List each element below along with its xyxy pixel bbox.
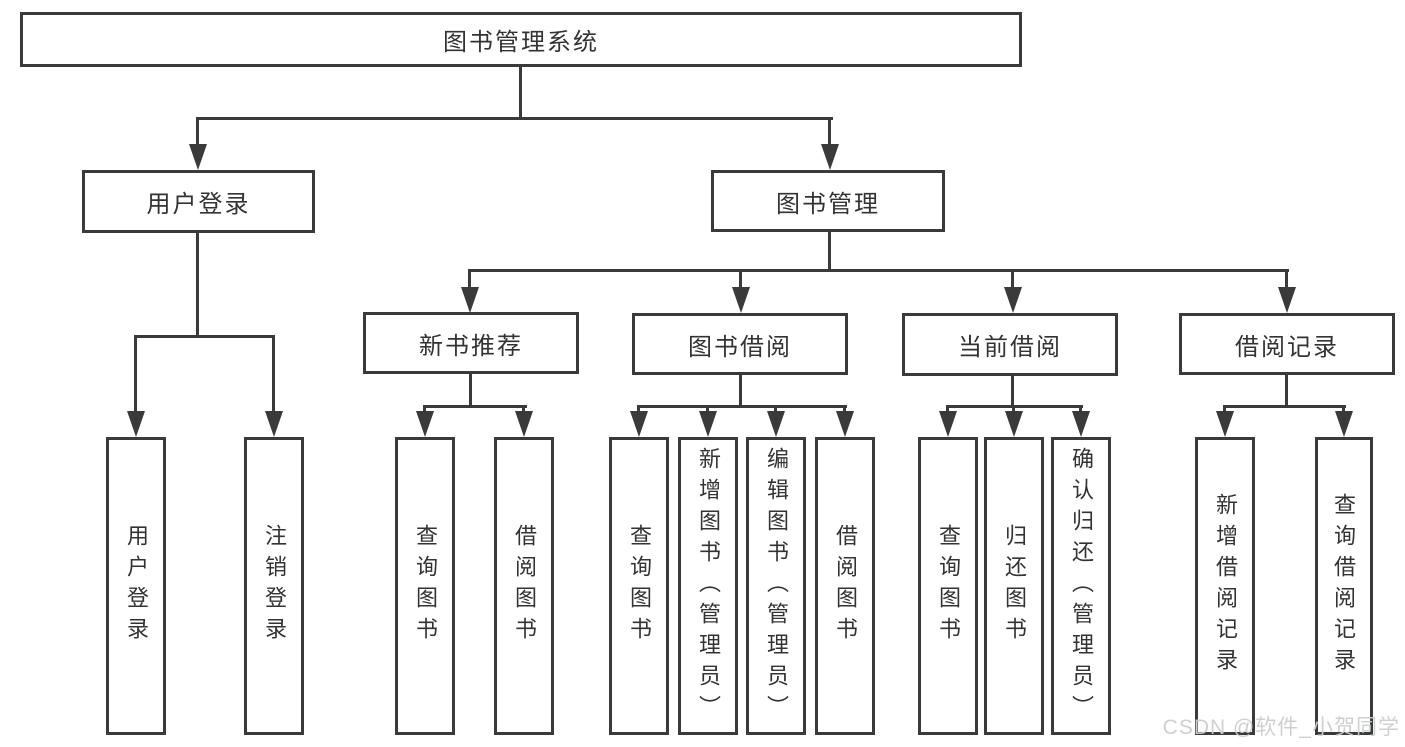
arrow-down-icon — [127, 411, 145, 437]
connector-drop-user-login — [196, 117, 199, 147]
arrow-down-icon — [1278, 287, 1296, 313]
arrow-down-icon — [1216, 411, 1234, 437]
connector-drop-group — [468, 269, 471, 291]
connector-drop-leaf — [134, 335, 137, 415]
arrow-down-icon — [1072, 411, 1090, 437]
leaf-records-query-record: 查询借阅记录 — [1315, 437, 1373, 735]
connector-mgmt-stem — [828, 232, 831, 272]
connector-drop-leaf — [946, 405, 949, 415]
arrow-down-icon — [732, 287, 750, 313]
arrow-down-icon — [836, 411, 854, 437]
connector-drop-leaf — [1342, 405, 1345, 415]
watermark: CSDN @软件_小贺同学 — [1162, 716, 1400, 739]
arrow-down-icon — [416, 411, 434, 437]
leaf-borrow-add-book-admin: 新增图书（管理员） — [678, 437, 738, 735]
connector-drop-leaf — [1223, 405, 1226, 415]
connector-root-stem — [519, 66, 522, 120]
node-new-book-recommend: 新书推荐 — [363, 312, 579, 374]
leaf-borrow-edit-book-admin: 编辑图书（管理员） — [746, 437, 806, 735]
leaf-records-add-record: 新增借阅记录 — [1195, 437, 1255, 735]
connector-drop-leaf — [272, 335, 275, 415]
node-root: 图书管理系统 — [20, 12, 1022, 67]
leaf-current-query-book: 查询图书 — [918, 437, 978, 735]
connector-drop-book-mgmt — [828, 117, 831, 147]
leaf-borrow-borrow-book: 借阅图书 — [815, 437, 875, 735]
connector-user-stem — [196, 233, 199, 338]
node-user-login: 用户登录 — [82, 170, 315, 233]
leaf-current-return-book: 归还图书 — [984, 437, 1044, 735]
connector-drop-leaf — [1079, 405, 1082, 415]
connector-group-split — [637, 405, 847, 408]
connector-group-stem — [469, 374, 472, 407]
node-book-borrow: 图书借阅 — [632, 313, 848, 375]
arrow-down-icon — [189, 144, 207, 170]
connector-level2-split — [196, 117, 833, 120]
connector-user-split — [134, 335, 275, 338]
connector-drop-group — [739, 269, 742, 291]
connector-drop-leaf — [843, 405, 846, 415]
arrow-down-icon — [1004, 287, 1022, 313]
connector-group-split — [423, 405, 527, 408]
node-book-management: 图书管理 — [711, 170, 945, 232]
arrow-down-icon — [1335, 411, 1353, 437]
connector-drop-leaf — [706, 405, 709, 415]
connector-group-stem — [1285, 374, 1288, 407]
connector-drop-leaf — [774, 405, 777, 415]
connector-drop-leaf — [423, 405, 426, 415]
connector-group-stem — [1011, 375, 1014, 407]
connector-level3-split — [468, 269, 1289, 272]
connector-drop-group — [1285, 269, 1288, 291]
leaf-newrec-borrow-book: 借阅图书 — [494, 437, 554, 735]
arrow-down-icon — [461, 287, 479, 313]
leaf-newrec-query-book: 查询图书 — [395, 437, 455, 735]
arrow-down-icon — [265, 411, 283, 437]
connector-drop-leaf — [1012, 405, 1015, 415]
node-current-borrow: 当前借阅 — [902, 313, 1118, 376]
connector-drop-leaf — [522, 405, 525, 415]
arrow-down-icon — [515, 411, 533, 437]
arrow-down-icon — [939, 411, 957, 437]
arrow-down-icon — [699, 411, 717, 437]
connector-drop-group — [1011, 269, 1014, 291]
connector-group-split — [1223, 405, 1346, 408]
arrow-down-icon — [821, 144, 839, 170]
node-borrow-records: 借阅记录 — [1179, 313, 1395, 375]
arrow-down-icon — [767, 411, 785, 437]
leaf-user-login: 用户登录 — [106, 437, 166, 735]
connector-group-stem — [739, 374, 742, 407]
arrow-down-icon — [1005, 411, 1023, 437]
connector-drop-leaf — [637, 405, 640, 415]
leaf-logout: 注销登录 — [244, 437, 304, 735]
arrow-down-icon — [630, 411, 648, 437]
leaf-borrow-query-book: 查询图书 — [609, 437, 669, 735]
leaf-current-confirm-return-admin: 确认归还（管理员） — [1051, 437, 1111, 735]
